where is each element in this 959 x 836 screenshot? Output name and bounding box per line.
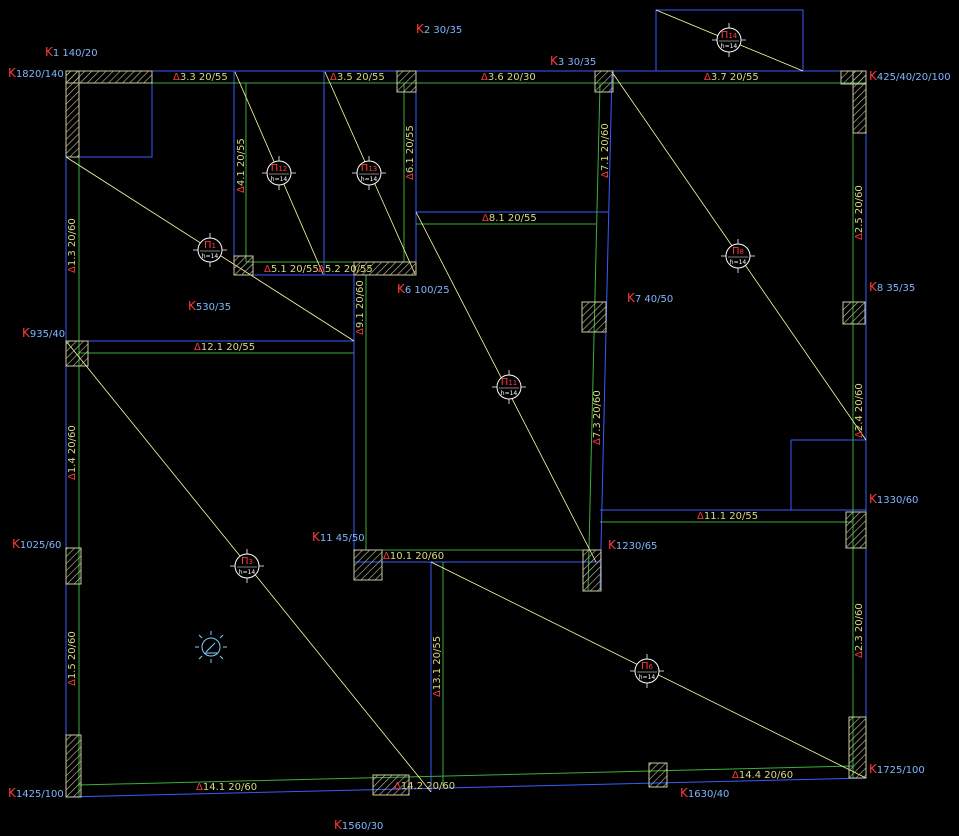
svg-text:h=14: h=14 xyxy=(239,569,256,576)
column-hatch xyxy=(648,762,668,788)
beam-label-4-1: Δ4.1 20/55 xyxy=(236,138,247,193)
svg-text:h=14: h=14 xyxy=(501,390,518,397)
column-hatch xyxy=(65,70,80,158)
slab-diagonals xyxy=(65,9,867,793)
column-label-k11: K11 45/50 xyxy=(312,530,365,544)
beam-labels: Δ3.3 20/55 Δ3.5 20/55 Δ3.6 20/30 Δ3.7 20… xyxy=(67,72,865,793)
column-hatch xyxy=(353,261,417,276)
column-label-k10: K1025/60 xyxy=(12,537,61,551)
svg-text:П3: П3 xyxy=(241,556,253,567)
beam-line xyxy=(78,765,854,786)
column-label-k16: K1630/40 xyxy=(680,786,729,800)
beam-label-7-3: Δ7.3 20/60 xyxy=(592,390,603,445)
column-hatch xyxy=(842,301,866,325)
column-label-k13: K1330/60 xyxy=(869,492,918,506)
beam-label-14-4: Δ14.4 20/60 xyxy=(732,770,793,781)
svg-text:П13: П13 xyxy=(361,163,377,174)
beam-label-6-1: Δ6.1 20/55 xyxy=(405,125,416,180)
beam-label-10-1: Δ10.1 20/60 xyxy=(383,551,444,562)
svg-text:П8: П8 xyxy=(732,246,744,257)
beam-label-3-7: Δ3.7 20/55 xyxy=(704,72,759,83)
svg-text:П12: П12 xyxy=(271,163,287,174)
column-hatch xyxy=(582,549,602,592)
beam-label-8-1: Δ8.1 20/55 xyxy=(482,213,537,224)
beam-label-12-1: Δ12.1 20/55 xyxy=(194,342,255,353)
column-hatch xyxy=(353,549,383,581)
svg-text:h=14: h=14 xyxy=(730,259,747,266)
beam-label-3-6: Δ3.6 20/30 xyxy=(481,72,536,83)
slab-markers: П14 h=14 П12 h=14 П13 h=14 П1 h=14 xyxy=(193,23,755,688)
column-label-k17: K1725/100 xyxy=(869,762,925,776)
slab-marker-p11: П11 h=14 xyxy=(492,370,526,404)
slab-marker-p13: П13 h=14 xyxy=(352,156,386,190)
beam-label-3-5: Δ3.5 20/55 xyxy=(330,72,385,83)
svg-text:h=14: h=14 xyxy=(721,43,738,50)
column-hatch xyxy=(845,511,867,549)
slab-marker-p1: П1 h=14 xyxy=(193,233,227,267)
stair-box xyxy=(655,9,804,72)
light-source-icon[interactable] xyxy=(195,631,227,663)
column-label-k2: K2 30/35 xyxy=(416,22,462,36)
column-hatch xyxy=(581,301,607,333)
svg-text:П11: П11 xyxy=(501,377,517,388)
beam-label-7-1: Δ7.1 20/60 xyxy=(600,123,611,178)
beam-label-1-4: Δ1.4 20/60 xyxy=(67,425,78,480)
svg-text:h=14: h=14 xyxy=(639,674,656,681)
svg-text:h=14: h=14 xyxy=(202,253,219,260)
column-label-k1: K1 140/20 xyxy=(45,45,98,59)
column-label-k15: K1560/30 xyxy=(334,818,383,832)
column-hatch xyxy=(65,734,82,798)
column-label-k8: K8 35/35 xyxy=(869,280,915,294)
svg-text:П1: П1 xyxy=(204,240,216,251)
beam-label-1-3: Δ1.3 20/60 xyxy=(67,218,78,273)
column-hatch xyxy=(594,70,614,93)
column-hatch xyxy=(396,70,417,93)
column-hatches xyxy=(65,70,867,798)
column-label-k4: K425/40/20/100 xyxy=(869,69,951,83)
svg-text:h=14: h=14 xyxy=(271,176,288,183)
column-hatch xyxy=(848,716,867,779)
beam-label-1-5: Δ1.5 20/60 xyxy=(67,631,78,686)
svg-text:h=14: h=14 xyxy=(361,176,378,183)
beam-label-2-5: Δ2.5 20/60 xyxy=(854,185,865,240)
beam-label-3-3: Δ3.3 20/55 xyxy=(173,72,228,83)
beam-label-5-2: Δ5.2 20/55 xyxy=(318,264,373,275)
column-label-k12: K1230/65 xyxy=(608,538,657,552)
slab-marker-p14: П14 h=14 xyxy=(712,23,746,57)
column-hatch xyxy=(233,255,254,276)
column-labels: K1 140/20 K2 30/35 K3 30/35 K425/40/20/1… xyxy=(8,22,951,832)
beam-label-11-1: Δ11.1 20/55 xyxy=(697,511,758,522)
beam-lines xyxy=(66,71,866,797)
slab-marker-p8: П8 h=14 xyxy=(721,239,755,273)
beam-label-5-1: Δ5.1 20/55 xyxy=(264,264,319,275)
column-label-k9: K935/40 xyxy=(22,326,65,340)
column-label-k18: K1820/140 xyxy=(8,66,64,80)
slab-marker-p3: П3 h=14 xyxy=(230,549,264,583)
beam-line xyxy=(587,83,601,591)
svg-text:П14: П14 xyxy=(721,30,738,41)
beam-label-2-3: Δ2.3 20/60 xyxy=(854,603,865,658)
column-hatch xyxy=(372,774,410,796)
column-label-k14: K1425/100 xyxy=(8,786,64,800)
column-hatch xyxy=(65,547,82,585)
beam-label-2-4: Δ2.4 20/60 xyxy=(854,383,865,438)
column-label-k7: K7 40/50 xyxy=(627,291,673,305)
beam-label-14-1: Δ14.1 20/60 xyxy=(196,782,257,793)
beam-label-13-1: Δ13.1 20/55 xyxy=(432,636,443,697)
outer-wall-outline xyxy=(65,70,867,798)
slab-marker-p12: П12 h=14 xyxy=(262,156,296,190)
column-label-k3: K3 30/35 xyxy=(550,54,596,68)
building-outline xyxy=(65,9,867,798)
slab-marker-p6: П6 h=14 xyxy=(630,654,664,688)
column-label-k5: K530/35 xyxy=(188,299,231,313)
column-label-k6: K6 100/25 xyxy=(397,282,450,296)
svg-text:П6: П6 xyxy=(641,661,654,672)
column-hatch xyxy=(65,340,89,367)
beam-label-14-2: Δ14.2 20/60 xyxy=(394,781,455,792)
beam-label-9-1: Δ9.1 20/60 xyxy=(355,280,366,335)
column-hatch xyxy=(852,70,867,134)
